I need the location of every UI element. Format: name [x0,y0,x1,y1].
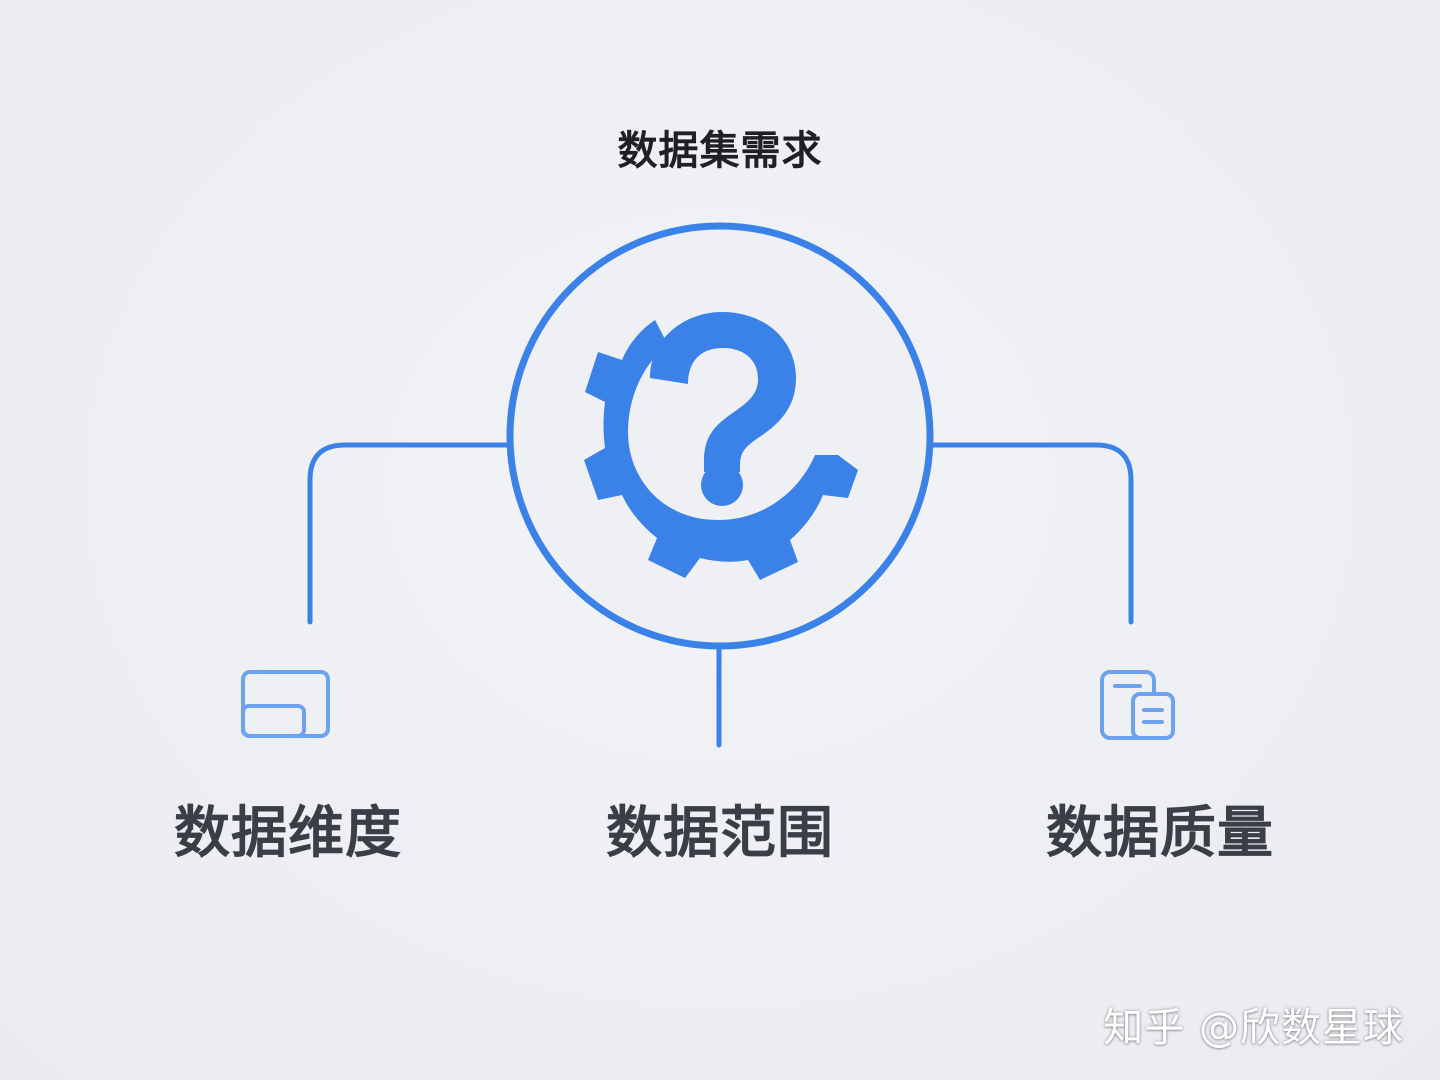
connector-right [929,442,1134,625]
branch-label-quality: 数据质量 [1046,801,1274,866]
watermark: 知乎 @欣数星球 [1103,1005,1404,1051]
diagram-title: 数据集需求 [617,128,823,174]
document-icon [1100,670,1175,740]
branch-label-dimension: 数据维度 [174,801,402,866]
connector-left [307,442,511,625]
branch-label-range: 数据范围 [606,801,834,866]
question-dot [701,464,743,506]
dimension-cards-icon [241,670,330,738]
gear-question-icon [584,312,858,580]
